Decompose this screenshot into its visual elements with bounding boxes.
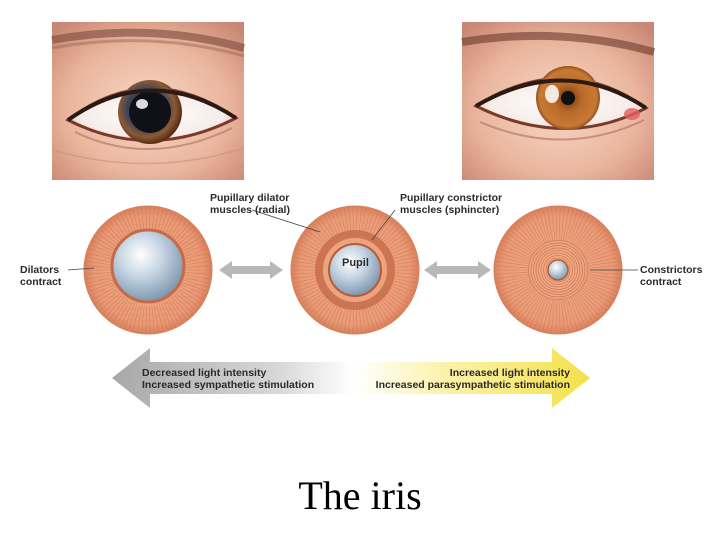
constrictor-muscles-label-line1: Pupillary constrictor — [400, 192, 502, 204]
decrease-arrow-label: Decreased light intensity Increased symp… — [142, 367, 314, 391]
constrictors-contract-label: Constrictors contract — [640, 264, 702, 288]
dilator-muscles-label-line1: Pupillary dilator — [210, 192, 290, 204]
dilators-contract-label-line1: Dilators — [20, 264, 61, 276]
dilators-contract-label-line2: contract — [20, 276, 61, 288]
constrictor-muscles-label: Pupillary constrictor muscles (sphincter… — [400, 192, 502, 216]
constricted-eye-photo — [462, 22, 654, 180]
dilator-muscles-label: Pupillary dilator muscles (radial) — [210, 192, 290, 216]
increase-arrow-label-line2: Increased parasympathetic stimulation — [352, 379, 570, 391]
increase-arrow-label: Increased light intensity Increased para… — [352, 367, 570, 391]
constrictor-muscles-label-line2: muscles (sphincter) — [400, 204, 502, 216]
decrease-arrow-label-line2: Increased sympathetic stimulation — [142, 379, 314, 391]
constrictors-contract-label-line1: Constrictors — [640, 264, 702, 276]
dilator-muscles-label-line2: muscles (radial) — [210, 204, 290, 216]
pupil-label: Pupil — [342, 257, 369, 269]
normal-iris-diagram — [291, 206, 419, 334]
constrictors-contract-label-line2: contract — [640, 276, 702, 288]
increase-arrow-label-line1: Increased light intensity — [352, 367, 570, 379]
double-headed-arrow-icon — [424, 261, 491, 279]
dilators-contract-label: Dilators contract — [20, 264, 61, 288]
dilated-eye-photo — [52, 22, 244, 180]
decrease-arrow-label-line1: Decreased light intensity — [142, 367, 314, 379]
dilated-iris-diagram — [84, 206, 212, 334]
double-headed-arrow-icon — [219, 261, 283, 279]
page-title: The iris — [0, 472, 720, 519]
